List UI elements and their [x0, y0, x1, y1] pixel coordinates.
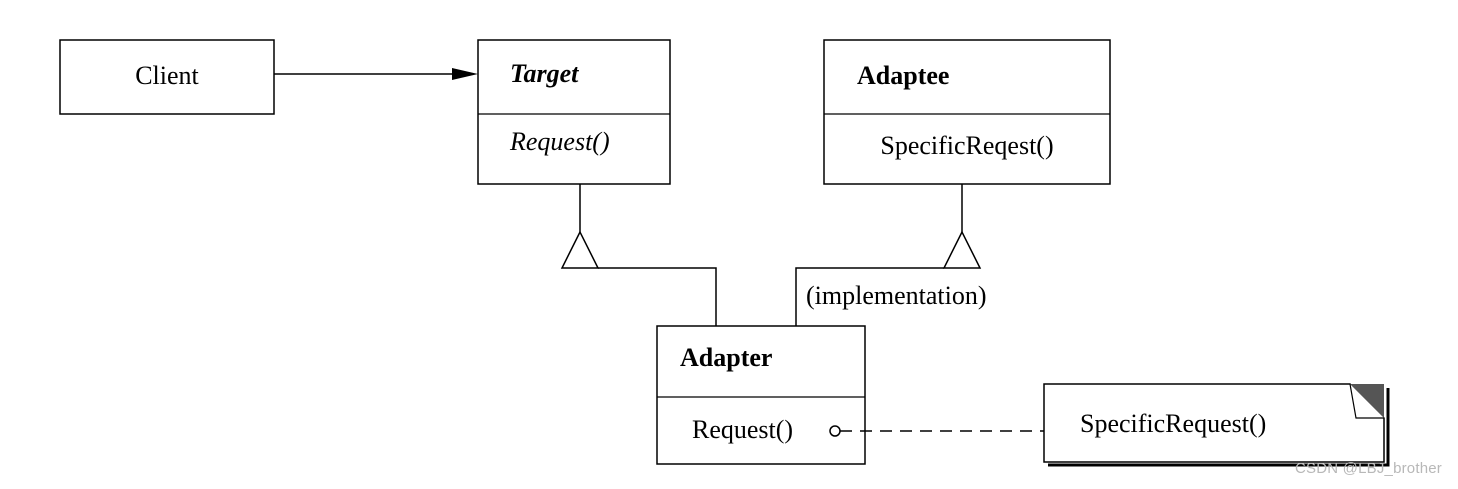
- generalization-connector: [598, 267, 717, 326]
- association-arrowhead-icon: [452, 68, 478, 80]
- target-operation: Request(): [509, 127, 610, 156]
- implementation-connector: [795, 267, 944, 326]
- note-text: SpecificRequest(): [1080, 409, 1266, 438]
- note-anchor-circle-icon: [829, 425, 841, 437]
- adapter-operation: Request(): [692, 415, 793, 444]
- note-shadow: [1048, 388, 1390, 467]
- adapter-class-name: Adapter: [680, 343, 772, 372]
- note-attachment: [829, 425, 1044, 437]
- implementation-note: SpecificRequest(): [1043, 383, 1390, 467]
- implementation-label: (implementation): [806, 281, 987, 310]
- watermark: CSDN @LBJ_brother: [1294, 460, 1442, 477]
- note-box: [1043, 383, 1385, 463]
- adaptee-class-name: Adaptee: [857, 61, 949, 90]
- client-class: Client: [59, 39, 275, 115]
- client-class-name: Client: [135, 61, 199, 90]
- adapter-target-generalization: [560, 184, 717, 326]
- note-fold-edge: [1349, 383, 1384, 419]
- adaptee-class: Adaptee SpecificReqest(): [823, 39, 1111, 185]
- adaptee-operation: SpecificReqest(): [880, 131, 1053, 160]
- adapter-class-box: [656, 325, 866, 465]
- client-class-box: [59, 39, 275, 115]
- target-class-box: [477, 39, 671, 185]
- adaptee-class-box: [823, 39, 1111, 185]
- target-class-name: Target: [510, 59, 579, 88]
- adapter-class: Adapter Request(): [656, 325, 866, 465]
- target-class: Target Request(): [477, 39, 671, 185]
- adapter-adaptee-implementation: (implementation): [795, 184, 987, 326]
- client-target-association: [274, 68, 478, 80]
- generalization-triangle-icon: [560, 230, 600, 269]
- implementation-triangle-icon: [942, 230, 982, 269]
